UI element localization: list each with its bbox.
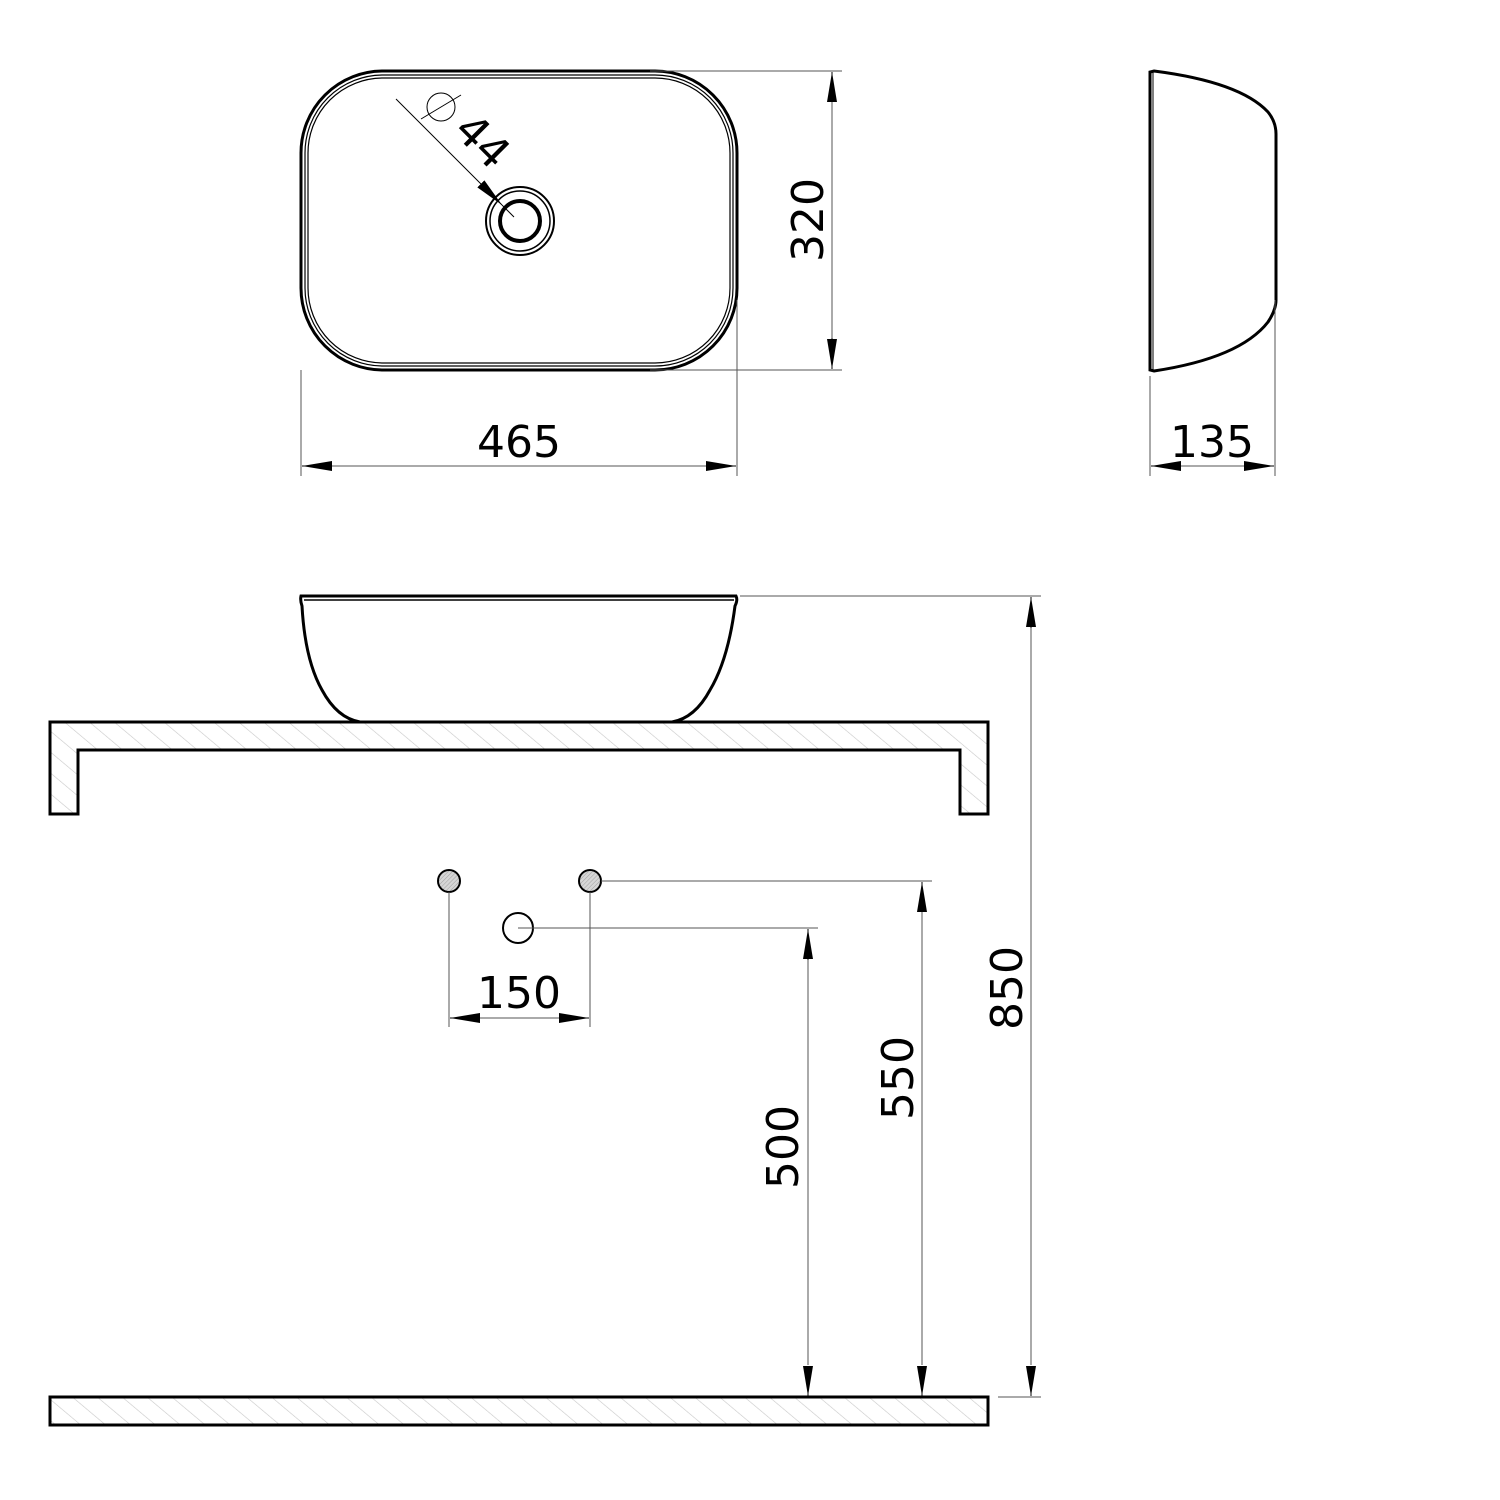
- drain-height-label: 500: [758, 1105, 809, 1189]
- drain-hole: [485, 186, 555, 256]
- top-view: 44 465 320: [299, 69, 842, 476]
- drain-leader-line: [395, 98, 503, 206]
- basin-profile-front: [299, 594, 739, 724]
- basin-outline-top: [299, 69, 739, 372]
- floor-section: [48, 1395, 990, 1427]
- countertop-section: [48, 720, 990, 816]
- depth-dimension-label: 320: [783, 178, 834, 262]
- supply-height-label: 550: [873, 1036, 924, 1120]
- diameter-symbol-icon: [420, 92, 462, 122]
- width-dimension-label: 465: [477, 417, 561, 468]
- front-view: 150 500 550 850: [48, 594, 1041, 1427]
- tap-spacing-label: 150: [477, 968, 561, 1019]
- overall-height-label: 850: [982, 946, 1033, 1030]
- water-supply-left-icon: [437, 869, 461, 893]
- height-dimension-label: 135: [1170, 417, 1254, 468]
- basin-profile-side: [1148, 69, 1278, 373]
- side-view: 135: [1148, 69, 1278, 476]
- drain-diameter-label: 44: [444, 104, 520, 180]
- water-supply-right-icon: [578, 869, 602, 893]
